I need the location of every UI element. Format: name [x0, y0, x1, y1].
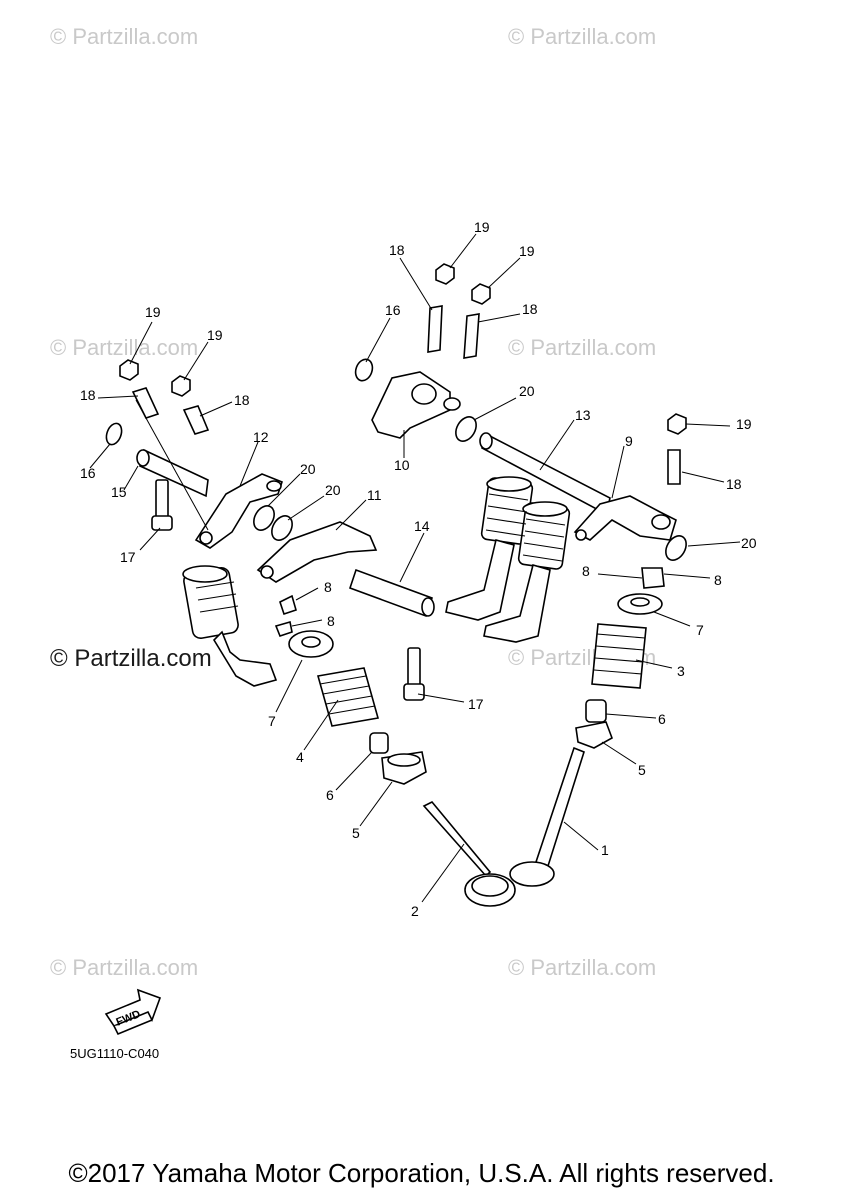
callout-18-d: 18	[522, 301, 538, 317]
callout-6-right: 6	[658, 711, 666, 727]
callout-18-c: 18	[389, 242, 405, 258]
callout-19-c: 19	[474, 219, 490, 235]
callout-8-c: 8	[582, 563, 590, 579]
callout-20-d: 20	[741, 535, 757, 551]
callout-20-c: 20	[519, 383, 535, 399]
leader-lines	[89, 233, 741, 903]
valve-seal-6	[369, 699, 607, 754]
callout-3: 3	[677, 663, 685, 679]
callout-19-a: 19	[145, 304, 161, 320]
rocker-shaft-15	[136, 448, 209, 498]
copyright-notice: ©2017 Yamaha Motor Corporation, U.S.A. A…	[68, 1158, 775, 1188]
callout-1: 1	[601, 842, 609, 858]
rocker-arm-12	[194, 473, 283, 549]
callout-20-a: 20	[300, 461, 316, 477]
spring-seat-5	[381, 721, 613, 785]
rocker-shaft-14	[348, 568, 435, 618]
valve-spring-3-right	[591, 623, 647, 689]
callout-12: 12	[253, 429, 269, 445]
spring-seat-7	[288, 593, 663, 658]
callout-11: 11	[367, 487, 382, 503]
callout-19-e: 19	[736, 416, 752, 432]
callout-13: 13	[575, 407, 591, 423]
nuts-19	[119, 263, 687, 435]
callout-6-left: 6	[326, 787, 334, 803]
callout-8-d: 8	[714, 572, 722, 588]
callout-9: 9	[625, 433, 633, 449]
rocker-arm-9	[573, 495, 677, 541]
callout-8-b: 8	[327, 613, 335, 629]
callout-numbers: 1 2 3 4 5 5 6 6 7 7 8 8 8 8 9 10 11 12 1…	[80, 219, 757, 919]
callout-17-right: 17	[468, 696, 484, 712]
callout-19-d: 19	[519, 243, 535, 259]
callout-5-left: 5	[352, 825, 360, 841]
rocker-arm-bracket-10	[371, 371, 461, 439]
watermark-bottom-left: © Partzilla.com	[50, 955, 199, 980]
callout-16-right: 16	[385, 302, 401, 318]
watermark-top-right: © Partzilla.com	[508, 24, 657, 49]
callout-18-a: 18	[80, 387, 96, 403]
diagram-code: 5UG1110-C040	[70, 1046, 160, 1061]
callout-16-left: 16	[80, 465, 96, 481]
tappet-left	[182, 565, 278, 687]
valve-2	[422, 801, 516, 907]
callout-14: 14	[414, 518, 430, 534]
callout-10: 10	[394, 457, 410, 473]
callout-18-e: 18	[726, 476, 742, 492]
callout-15: 15	[111, 484, 127, 500]
watermark-bottom-right: © Partzilla.com	[508, 955, 657, 980]
callout-17-left: 17	[120, 549, 136, 565]
callout-5-right: 5	[638, 762, 646, 778]
callout-4: 4	[296, 749, 304, 765]
callout-20-b: 20	[325, 482, 341, 498]
callout-8-a: 8	[324, 579, 332, 595]
bolt-17-right	[403, 647, 425, 701]
callout-18-b: 18	[234, 392, 250, 408]
valve-spring-4-left	[316, 667, 380, 727]
o-rings-16-20	[105, 358, 687, 561]
watermark-top-left: © Partzilla.com	[50, 24, 199, 49]
bolt-17-left	[151, 479, 173, 531]
valve-1	[509, 746, 585, 887]
studs-18	[131, 305, 681, 485]
valve-cotter-8	[274, 567, 665, 637]
callout-19-b: 19	[207, 327, 223, 343]
callout-7-right: 7	[696, 622, 704, 638]
rocker-arm-11	[256, 521, 378, 583]
watermark-main: © Partzilla.com	[50, 645, 212, 672]
callout-2: 2	[411, 903, 419, 919]
fwd-arrow-icon: FWD	[104, 988, 162, 1036]
piston-tappet-pair	[445, 476, 571, 643]
callout-7-left: 7	[268, 713, 276, 729]
watermark-mid-left: © Partzilla.com	[50, 335, 199, 360]
watermark-mid-right: © Partzilla.com	[508, 335, 657, 360]
